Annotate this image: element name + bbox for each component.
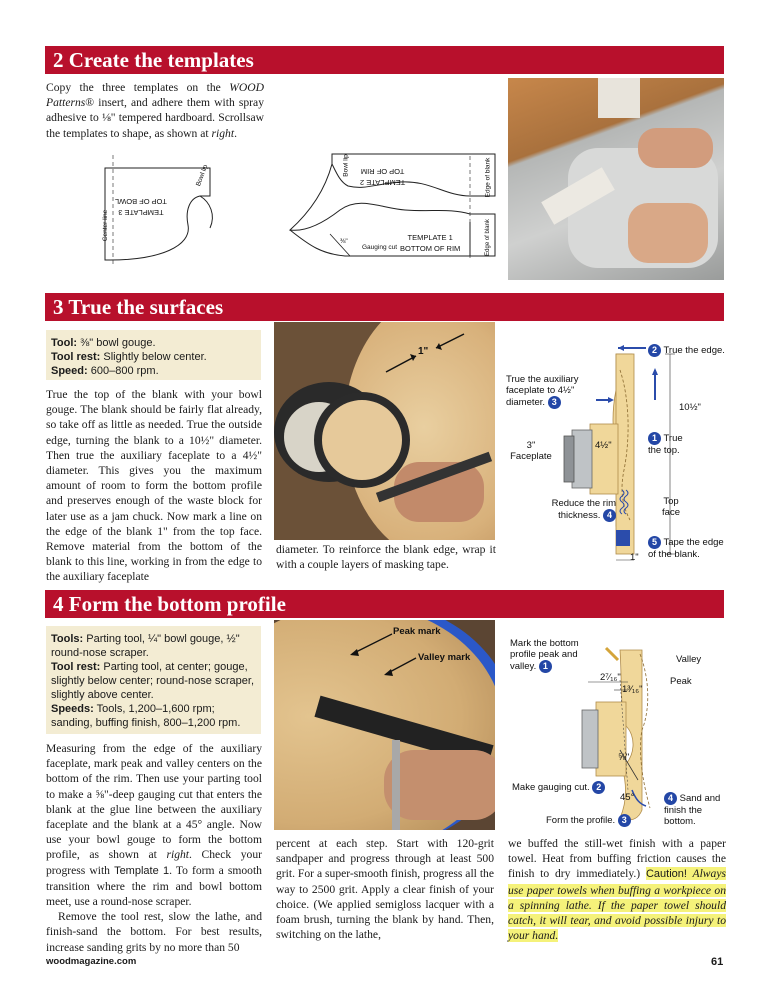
section-2-body: Copy the three templates on the WOOD Pat…	[46, 81, 264, 140]
template-3-outline	[104, 155, 213, 265]
template-2-edge: Edge of blank	[484, 157, 492, 198]
step-3-label: True the auxiliary faceplate to 4½" diam…	[506, 374, 579, 409]
profile-step-4-label: 4 Sand and finish the bottom.	[664, 792, 721, 827]
step-1-label: 1 True the top.	[648, 432, 683, 456]
step-5-label: 5 Tape the edge of the blank.	[648, 536, 724, 560]
dimension-2-7-16: 2⁷⁄₁₆"	[600, 672, 621, 683]
template-2-outline	[331, 153, 496, 197]
scrollsaw-photo	[508, 78, 724, 280]
footer-site: woodmagazine.com	[46, 956, 137, 967]
profile-diagram	[581, 646, 651, 821]
peak-label: Peak	[670, 676, 692, 687]
section-4-heading: 4 Form the bottom profile	[45, 590, 724, 618]
diagram-dimension-10-half: 10½"	[679, 402, 701, 413]
dimension-1-3-16: 1³⁄₁₆"	[622, 684, 643, 695]
angle-label: 45°	[620, 792, 635, 803]
step-2-label: 2 True the edge.	[648, 344, 725, 357]
profile-photo-arrows	[350, 633, 417, 676]
profile-step-2-label: Make gauging cut. 2	[512, 781, 606, 794]
section-3-toolbox: Tool: ⅜" bowl gouge. Tool rest: Slightly…	[46, 330, 261, 380]
valley-mark-label: Valley mark	[418, 652, 471, 663]
section-4-toolbox: Tools: Parting tool, ¼" bowl gouge, ½" r…	[46, 626, 261, 734]
top-face-label: Top face	[662, 496, 680, 518]
template-1-edge: Edge of blank	[484, 219, 491, 256]
template-1-gauging-cut: Gauging cut	[362, 244, 398, 251]
diagram-dimension-1: 1"	[630, 552, 639, 563]
template-1-dimension: ⅜"	[340, 238, 348, 245]
valley-label: Valley	[676, 654, 702, 665]
truing-photo-arrows	[385, 333, 465, 373]
template-2-bowl-lip: Bowl lip	[342, 154, 350, 177]
peak-mark-label: Peak mark	[393, 626, 441, 637]
section-3-body: True the top of the blank with your bowl…	[46, 388, 262, 584]
truing-photo-dimension: 1"	[418, 346, 429, 357]
page-number: 61	[711, 956, 724, 968]
truing-photo	[274, 322, 495, 540]
section-3-heading: 3 True the surfaces	[45, 293, 724, 321]
truing-diagram	[563, 345, 675, 561]
templates-drawing	[104, 153, 496, 265]
section-4-body: Measuring from the edge of the auxiliary…	[46, 742, 262, 954]
template-3-center-line: Center line	[102, 209, 110, 242]
faceplate-label: 3" Faceplate	[510, 440, 552, 462]
section-3-body-continued: diameter. To reinforce the blank edge, w…	[276, 543, 496, 572]
section-4-column-2: percent at each step. Start with 120-gri…	[276, 837, 494, 942]
profile-step-1-label: Mark the bottom profile peak and valley.…	[510, 638, 579, 673]
template-1-outline	[288, 156, 496, 260]
diagram-dimension-4-half: 4½"	[595, 440, 612, 451]
section-4-column-3: we buffed the still-wet finish with a pa…	[508, 837, 726, 943]
dimension-5-8: ⅝"	[618, 752, 630, 763]
section-2-heading: 2 Create the templates	[45, 46, 724, 74]
step-4-label: Reduce the rim thickness. 4	[551, 498, 616, 522]
profile-photo	[274, 620, 495, 830]
profile-step-3-label: Form the profile. 3	[546, 814, 631, 827]
